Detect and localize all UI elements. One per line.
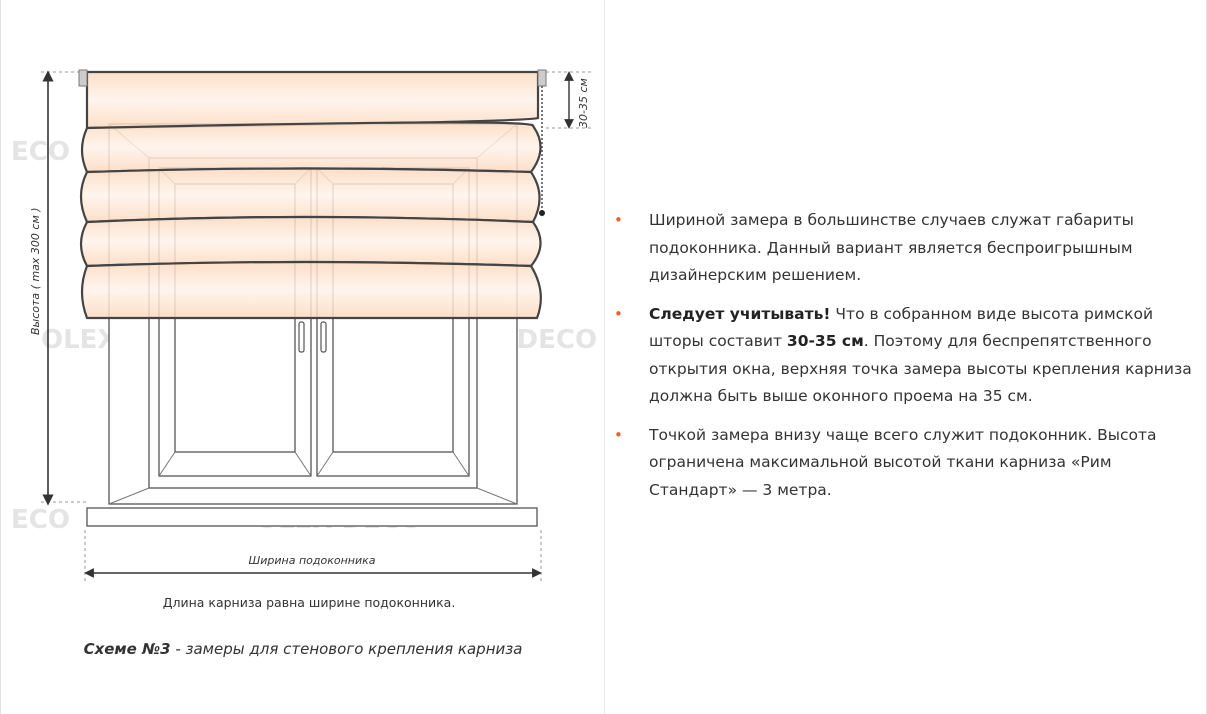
list-item: • Шириной замера в большинстве случаев с… xyxy=(606,207,1196,290)
caption-text: - замеры для стенового крепления карниза xyxy=(170,640,523,658)
gap-label: 30-35 см xyxy=(577,78,590,128)
note-strong: 30-35 см xyxy=(786,332,864,350)
svg-text:ECO: ECO xyxy=(11,505,70,535)
height-label: Высота ( max 300 см ) xyxy=(29,207,42,335)
caption-title: Схеме №3 xyxy=(83,640,171,658)
svg-text:ECO: ECO xyxy=(11,137,70,167)
list-item: • Следует учитывать! Что в собранном вид… xyxy=(606,301,1196,411)
roman-blind-diagram: ECO OLEX DECO OLEX DECO OLEX DECO ECO OL… xyxy=(11,69,597,610)
bullet: • xyxy=(614,304,623,323)
diagram-panel: ECO OLEX DECO OLEX DECO OLEX DECO ECO OL… xyxy=(1,0,605,714)
note-text: . Поэтому для беспрепятственного открыти… xyxy=(649,332,1192,405)
note-text: Точкой замера внизу чаще всего служит по… xyxy=(649,425,1157,499)
bullet: • xyxy=(614,211,623,229)
diagram-caption: Схеме №3 - замеры для стенового креплени… xyxy=(1,640,605,658)
list-item: • Точкой замера внизу чаще всего служит … xyxy=(606,422,1196,505)
notes-panel: • Шириной замера в большинстве случаев с… xyxy=(606,0,1206,714)
note-text: Шириной замера в большинстве случаев слу… xyxy=(649,211,1134,284)
note-text: Что в собранном виде высота римской штор… xyxy=(649,304,1154,351)
window-handles xyxy=(298,321,327,353)
width-label: Ширина подоконника xyxy=(248,554,375,567)
note-lead: Следует учитывать! xyxy=(649,304,831,323)
chain-weight xyxy=(539,210,545,216)
bullet: • xyxy=(614,425,623,444)
diagram-note: Длина карниза равна ширине подоконника. xyxy=(163,595,456,610)
notes-list: • Шириной замера в большинстве случаев с… xyxy=(606,207,1196,515)
roman-blind xyxy=(79,70,542,320)
